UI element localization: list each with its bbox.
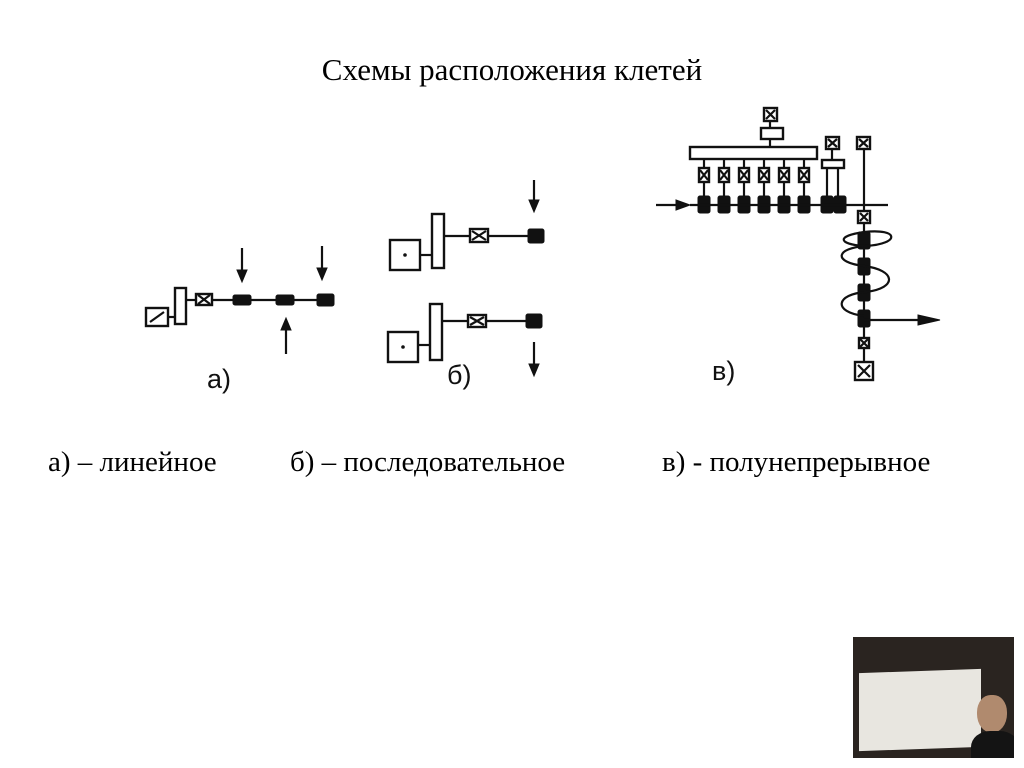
motor-icon	[386, 330, 420, 364]
caption-linear: а) – линейное	[48, 446, 217, 478]
arrow-right-icon	[656, 199, 692, 211]
loop-curve	[840, 230, 893, 318]
presenter-video-icon	[971, 695, 1014, 758]
stand-icon	[527, 228, 545, 244]
arrow-right-icon	[864, 314, 941, 326]
gearbox-icon	[173, 286, 188, 326]
diagram-sequential	[386, 180, 545, 378]
stand-icon	[275, 294, 295, 306]
caption-sequential: б) – последовательное	[290, 446, 566, 478]
diagram-linear	[144, 246, 335, 354]
gearbox-icon	[759, 126, 785, 141]
diagram-label-b: б)	[447, 360, 472, 390]
arrow-down-icon	[528, 342, 540, 378]
stand-icon	[232, 294, 252, 306]
diagram-semicontinuous	[656, 106, 941, 382]
stand-icon	[857, 309, 871, 328]
slide-title: Схемы расположения клетей	[321, 52, 703, 87]
arrow-down-icon	[236, 248, 248, 284]
projected-slide-thumbnail	[859, 668, 981, 752]
diagram-label-a: а)	[207, 364, 232, 394]
caption-semicontinuous: в) - полунепрерывное	[662, 446, 931, 478]
presenter-video[interactable]	[853, 637, 1014, 758]
diagram-label-c: в)	[712, 356, 736, 386]
gearbox-icon	[430, 212, 446, 270]
stand-icon	[316, 293, 335, 307]
gearbox-icon	[428, 302, 444, 362]
arrow-down-icon	[316, 246, 328, 282]
gearbox-icon	[820, 158, 846, 170]
arrow-down-icon	[528, 180, 540, 214]
drive-beam	[688, 145, 819, 161]
stand-icon	[525, 313, 543, 329]
arrow-up-icon	[280, 316, 292, 354]
